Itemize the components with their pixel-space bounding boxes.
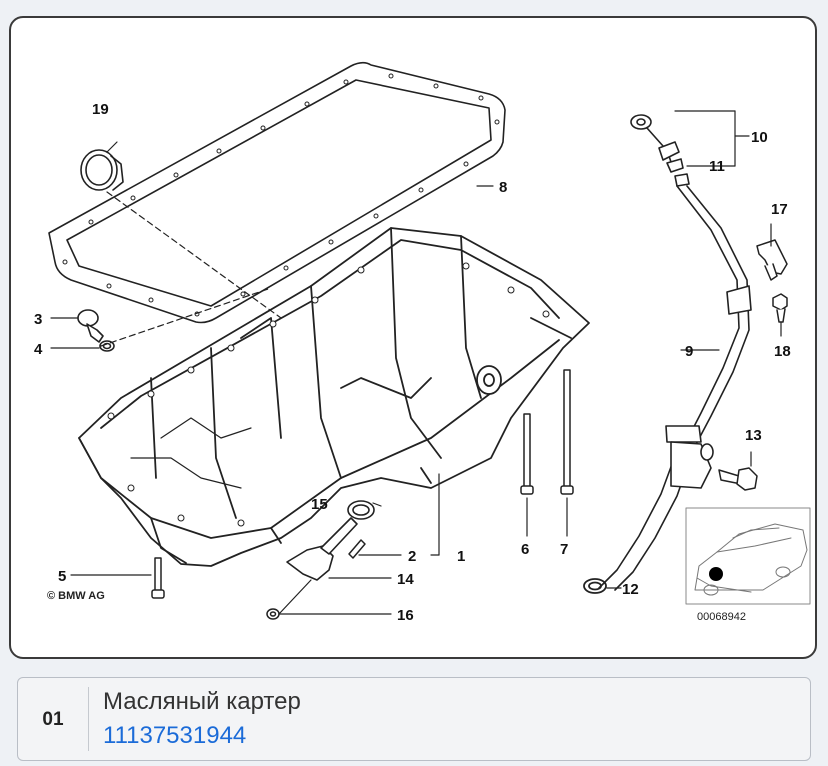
callout-19: 19 bbox=[92, 101, 109, 118]
dipstick bbox=[630, 114, 690, 187]
part-list-row[interactable]: 01 Масляный картер 11137531944 bbox=[17, 677, 811, 761]
o-ring-15 bbox=[347, 500, 375, 520]
leader-lines bbox=[50, 110, 782, 615]
callout-7: 7 bbox=[560, 541, 568, 558]
nut-16 bbox=[266, 608, 280, 620]
location-marker-icon bbox=[709, 567, 723, 581]
callout-15: 15 bbox=[311, 496, 328, 513]
suction-pipe bbox=[286, 517, 358, 581]
callout-16: 16 bbox=[397, 607, 414, 624]
dowel-pin bbox=[348, 539, 366, 559]
callout-1: 1 bbox=[457, 548, 465, 565]
callout-2: 2 bbox=[408, 548, 416, 565]
drain-plug-washer bbox=[99, 340, 115, 352]
callout-17: 17 bbox=[771, 201, 788, 218]
callout-18: 18 bbox=[774, 343, 791, 360]
callout-10: 10 bbox=[751, 129, 768, 146]
dipstick-guide-tube bbox=[598, 185, 752, 591]
bolt-18 bbox=[772, 293, 788, 323]
vehicle-inset bbox=[685, 507, 811, 605]
callout-5: 5 bbox=[58, 568, 66, 585]
gasket-bolt-holes bbox=[62, 73, 500, 317]
part-position-number: 01 bbox=[42, 709, 64, 730]
parts-diagram-card: 19 8 3 4 10 11 17 18 9 13 12 6 7 1 2 15 … bbox=[9, 16, 817, 659]
oil-pan-bolt-holes bbox=[107, 262, 550, 527]
oil-pan-diagram: 19 8 3 4 10 11 17 18 9 13 12 6 7 1 2 15 … bbox=[34, 61, 811, 624]
bolt-7 bbox=[560, 369, 574, 495]
callout-11: 11 bbox=[709, 158, 725, 175]
sealing-ring-12 bbox=[583, 578, 607, 594]
part-name: Масляный картер bbox=[103, 688, 301, 715]
bolt-5 bbox=[151, 557, 165, 599]
callout-12: 12 bbox=[622, 581, 639, 598]
callout-3: 3 bbox=[34, 311, 42, 328]
bolt-13 bbox=[718, 467, 758, 491]
part-number-link[interactable]: 11137531944 bbox=[103, 722, 247, 749]
drain-plug bbox=[77, 309, 104, 343]
callout-labels: 19 8 3 4 10 11 17 18 9 13 12 6 7 1 2 15 … bbox=[34, 101, 791, 624]
cover-ring bbox=[80, 149, 124, 191]
image-code: 00068942 bbox=[697, 611, 746, 623]
oil-pan bbox=[78, 227, 590, 567]
bracket bbox=[756, 239, 788, 281]
callout-14: 14 bbox=[397, 571, 414, 588]
callout-8: 8 bbox=[499, 179, 507, 196]
oil-pan-gasket bbox=[48, 61, 506, 324]
callout-13: 13 bbox=[745, 427, 762, 444]
callout-9: 9 bbox=[685, 343, 693, 360]
divider bbox=[88, 687, 89, 751]
copyright-text: © BMW AG bbox=[47, 590, 105, 602]
callout-4: 4 bbox=[34, 341, 43, 358]
bolt-6 bbox=[520, 413, 534, 495]
callout-6: 6 bbox=[521, 541, 529, 558]
